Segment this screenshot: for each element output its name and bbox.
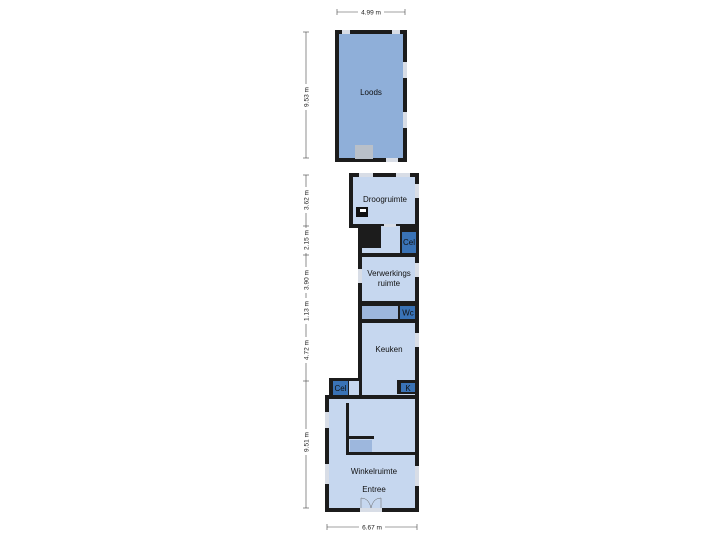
- main-building: Droogruimte Cel Verwerkings ruimte Wc Ke…: [325, 173, 419, 512]
- room-label-droogruimte: Droogruimte: [363, 195, 408, 204]
- dimension-loods-height-label: 9.53 m: [304, 87, 311, 107]
- verwerkingsruimte-floor: [362, 257, 415, 301]
- dimension-top-width-label: 4.99 m: [361, 10, 381, 17]
- dimension-top-width: 4.99 m: [336, 7, 406, 17]
- dimension-verwerkings-height-label: 3.90 m: [304, 270, 311, 290]
- room-label-verwerkingsruimte-1: Verwerkings: [367, 269, 411, 278]
- section4-passage-floor: [362, 306, 398, 319]
- loods-door: [386, 158, 398, 162]
- dimension-loods-height: 9.53 m: [301, 31, 311, 159]
- dimension-section4-height-label: 1.13 m: [304, 301, 311, 321]
- dimension-section2-height-label: 2.15 m: [304, 230, 311, 250]
- droogruimte-appliance-detail: [360, 209, 366, 212]
- loods-window: [403, 62, 407, 78]
- room-label-winkelruimte: Winkelruimte: [351, 467, 398, 476]
- dimension-keuken-height-label: 4.72 m: [304, 340, 311, 360]
- winkelruimte-window: [415, 466, 419, 486]
- dimension-chain-left: 3.62 m 2.15 m 3.90 m 1.13 m 4.72 m 9.51 …: [301, 174, 311, 509]
- dimension-bottom-width-label: 6.67 m: [362, 525, 382, 532]
- loods-floor: [339, 34, 403, 158]
- dimension-label-bg: [301, 337, 311, 363]
- entree-door: [360, 508, 382, 512]
- room-label-verwerkingsruimte-2: ruimte: [378, 279, 401, 288]
- cel-left-floor: [333, 381, 348, 395]
- dimension-label-bg: [301, 267, 311, 293]
- loods-window: [403, 112, 407, 128]
- section2-door: [384, 224, 396, 227]
- entree-door-swing: [360, 497, 382, 509]
- dimension-label-bg: [301, 84, 311, 110]
- dimension-label-bg: [301, 298, 311, 324]
- section2-step-floor: [362, 248, 381, 257]
- winkelruimte-window: [325, 412, 329, 428]
- cel-left-passage: [349, 381, 359, 403]
- dimension-label-bg: [301, 187, 311, 213]
- loods-window: [392, 30, 400, 34]
- dimension-winkel-height-label: 9.51 m: [304, 432, 311, 452]
- section2-corridor-floor: [381, 226, 400, 257]
- room-label-cel-top: Cel: [403, 238, 415, 247]
- room-label-keuken: Keuken: [375, 345, 402, 354]
- verwerkingsruimte-window: [358, 269, 362, 283]
- counter-wall: [346, 403, 349, 455]
- droogruimte-window: [415, 184, 419, 198]
- room-label-cel-left: Cel: [334, 384, 346, 393]
- counter-area: [350, 440, 372, 452]
- dimension-droogruimte-height-label: 3.62 m: [304, 190, 311, 210]
- k-top-floor: [401, 383, 415, 392]
- wc-floor: [400, 306, 415, 319]
- dimension-bottom-width: 6.67 m: [326, 522, 418, 532]
- dimension-label-bg: [301, 228, 311, 253]
- verwerkingsruimte-window: [415, 263, 419, 277]
- loods-window: [342, 30, 350, 34]
- droogruimte-window: [359, 173, 373, 177]
- room-label-k-top: K: [405, 384, 411, 393]
- keuken-window: [415, 333, 419, 347]
- dimension-label-bg: [359, 522, 385, 532]
- counter-wall: [346, 436, 374, 439]
- counter-wall: [346, 452, 419, 455]
- loods-door-element: [355, 145, 373, 159]
- room-label-entree: Entree: [362, 485, 386, 494]
- dimension-label-bg: [301, 429, 311, 455]
- droogruimte-window: [396, 173, 410, 177]
- cel-top-floor: [402, 232, 416, 255]
- room-label-loods: Loods: [360, 88, 382, 97]
- loods-building: Loods: [335, 30, 407, 162]
- room-label-wc: Wc: [402, 309, 414, 318]
- dimension-label-bg: [358, 7, 384, 17]
- winkelruimte-window: [325, 464, 329, 484]
